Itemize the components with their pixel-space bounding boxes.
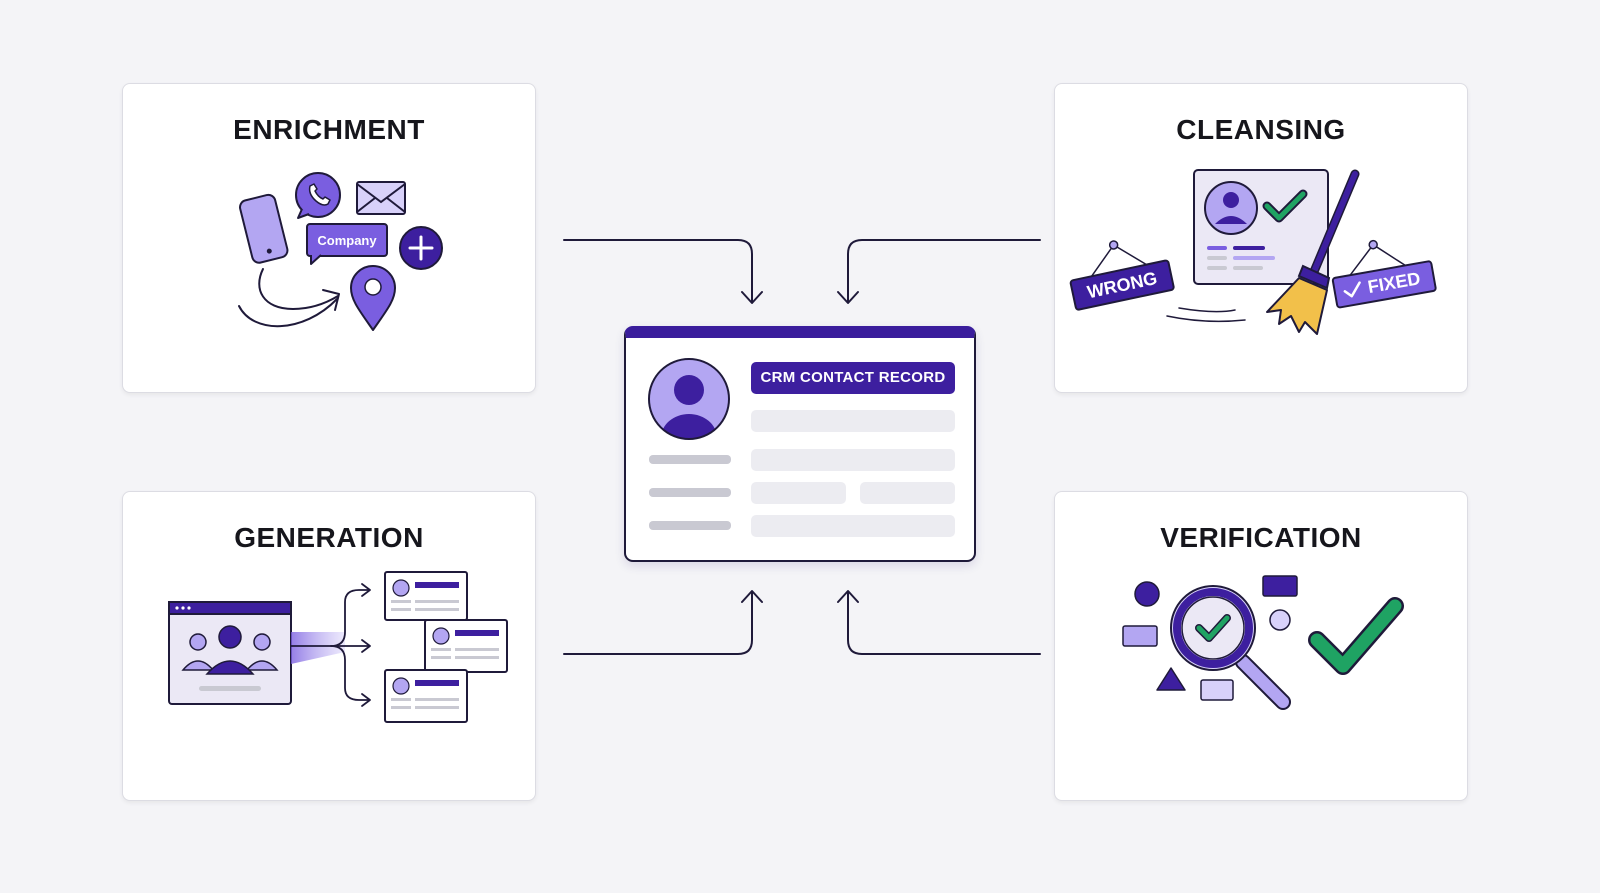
location-pin-icon — [350, 265, 396, 331]
enrichment-title: ENRICHMENT — [233, 114, 425, 145]
crm-contact-record-card: CRM CONTACT RECORD — [624, 326, 976, 562]
record-card-2 — [424, 619, 508, 673]
broom-icon — [1266, 169, 1360, 335]
company-tag: Company — [306, 223, 388, 265]
crm-field-2a — [751, 482, 846, 504]
phone-icon — [239, 193, 289, 264]
crm-field-1 — [751, 449, 955, 471]
cleansing-card: CLEANSING — [1054, 83, 1468, 393]
arrow-generation-to-crm — [563, 591, 753, 655]
arrow-enrichment-to-crm — [563, 239, 753, 303]
user-group-icon — [168, 601, 292, 705]
cleansing-illustration: WRONG FIXED — [1069, 169, 1437, 335]
enrichment-illustration: Company — [238, 172, 443, 331]
curved-arrow-icon — [238, 268, 340, 328]
profile-card-icon — [1193, 169, 1329, 285]
crm-label-1 — [649, 455, 731, 464]
arrow-cleansing-to-crm — [847, 239, 1041, 303]
cleansing-title: CLEANSING — [1176, 114, 1346, 145]
fixed-tag: FIXED — [1331, 239, 1437, 309]
crm-field-3 — [751, 515, 955, 537]
avatar-icon — [648, 358, 730, 440]
verification-card: VERIFICATION — [1054, 491, 1468, 801]
crm-contact-record-badge: CRM CONTACT RECORD — [751, 362, 955, 394]
generation-card: GENERATION — [122, 491, 536, 801]
verification-illustration — [1122, 575, 1404, 710]
record-card-3 — [384, 669, 468, 723]
wrong-tag: WRONG — [1069, 240, 1175, 311]
enrichment-card: ENRICHMENT Company — [122, 83, 536, 393]
crm-label-3 — [649, 521, 731, 530]
verification-title: VERIFICATION — [1160, 522, 1362, 553]
crm-field-name — [751, 410, 955, 432]
generation-title: GENERATION — [234, 522, 424, 553]
company-label: Company — [317, 233, 377, 248]
generation-illustration — [168, 571, 508, 723]
magnifier-icon — [1170, 585, 1291, 710]
arrow-verification-to-crm — [847, 591, 1041, 655]
whatsapp-icon — [295, 172, 341, 219]
record-card-1 — [384, 571, 468, 621]
plus-icon — [399, 226, 443, 270]
crm-field-2b — [860, 482, 955, 504]
checkmark-icon — [1308, 597, 1404, 675]
mail-icon — [356, 181, 406, 215]
crm-label-2 — [649, 488, 731, 497]
